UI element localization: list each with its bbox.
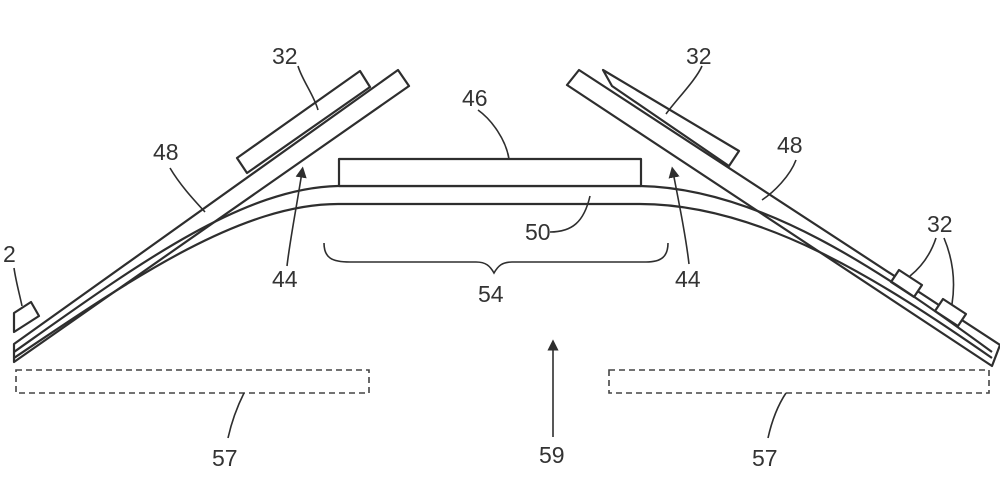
leader-50 bbox=[549, 195, 591, 233]
label-44-left: 44 bbox=[272, 266, 298, 292]
leader-46 bbox=[477, 109, 510, 160]
leader-48-right bbox=[761, 159, 797, 201]
leader-32-right-b bbox=[943, 237, 955, 305]
label-57-right: 57 bbox=[752, 445, 778, 471]
dashed-part-57-right bbox=[608, 369, 990, 394]
leader-57-right bbox=[767, 392, 787, 439]
label-44-right: 44 bbox=[675, 266, 701, 292]
label-left-edge: 2 bbox=[3, 241, 16, 267]
label-59: 59 bbox=[539, 442, 565, 468]
label-48-left: 48 bbox=[153, 139, 179, 165]
gap-arrow-44-left bbox=[286, 166, 307, 267]
leader-57-left bbox=[227, 392, 245, 439]
label-50: 50 bbox=[525, 219, 551, 245]
leader-48-left bbox=[169, 167, 206, 213]
label-54: 54 bbox=[478, 281, 504, 307]
mount-32-top-right bbox=[601, 68, 741, 168]
center-component-46 bbox=[337, 157, 643, 188]
label-48-right: 48 bbox=[777, 132, 803, 158]
mount-left-edge bbox=[12, 300, 41, 334]
leader-32-top-right bbox=[665, 65, 703, 115]
label-46: 46 bbox=[462, 85, 488, 111]
film-layer-inner bbox=[13, 202, 993, 359]
leader-left-edge bbox=[13, 267, 23, 307]
gap-arrow-44-right bbox=[668, 166, 690, 265]
leader-32-right-a bbox=[909, 237, 937, 277]
dashed-part-57-left bbox=[15, 369, 370, 394]
label-57-left: 57 bbox=[212, 445, 238, 471]
mount-32-right-b bbox=[933, 297, 968, 328]
label-32-top-right: 32 bbox=[686, 43, 712, 69]
leader-32-top-left bbox=[297, 65, 319, 111]
label-32-top-left: 32 bbox=[272, 43, 298, 69]
mount-32-top-left bbox=[235, 69, 372, 175]
label-32-right: 32 bbox=[927, 211, 953, 237]
left-panel-48 bbox=[12, 68, 411, 364]
brace-54 bbox=[323, 242, 669, 275]
